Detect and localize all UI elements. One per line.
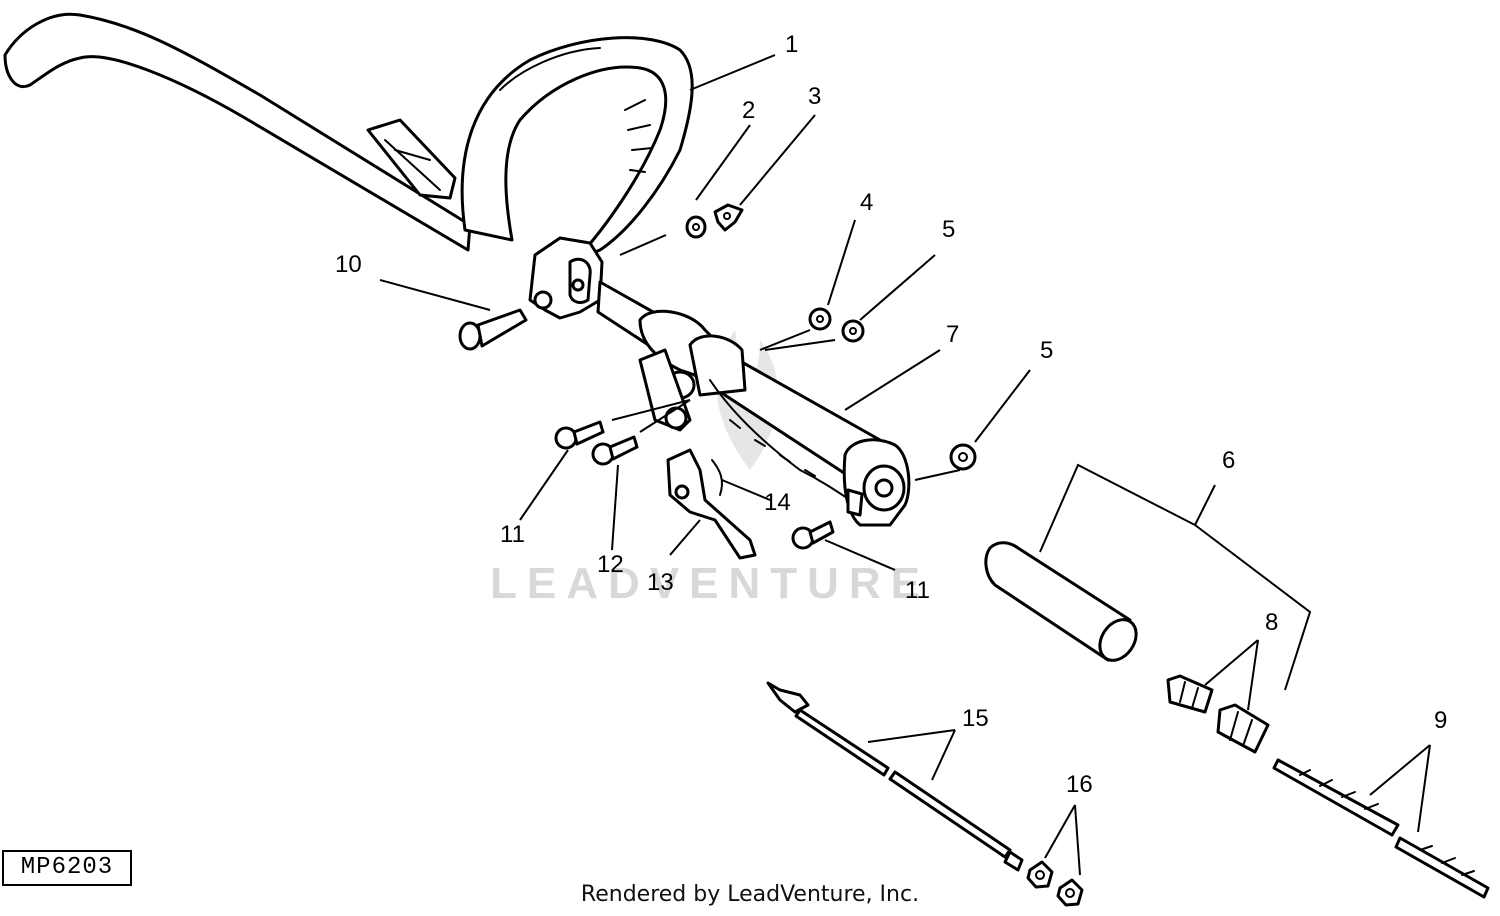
watermark-text: LEADVENTURE (490, 559, 930, 608)
throttle-cable (766, 681, 1024, 872)
bushing-a (1166, 674, 1214, 714)
throttle-trigger (666, 448, 757, 560)
callout-14: 14 (764, 489, 791, 516)
screw-12 (591, 435, 639, 466)
diagram-code: MP6203 (2, 850, 132, 886)
liner-tube (984, 541, 1138, 662)
callout-5b: 5 (1040, 337, 1053, 364)
callout-3: 3 (808, 83, 821, 110)
callout-16: 16 (1066, 771, 1093, 798)
nut-3 (713, 203, 744, 232)
upper-shaft (3, 12, 472, 252)
nut-4 (808, 307, 832, 331)
screw-11a (554, 420, 605, 450)
callout-7: 7 (946, 321, 959, 348)
handle-clamp (528, 236, 604, 320)
callout-13: 13 (647, 569, 674, 596)
callout-9: 9 (1434, 707, 1447, 734)
drive-shaft (1272, 758, 1490, 899)
leader-lines (379, 54, 1431, 876)
nut-5a (841, 319, 865, 343)
callout-8: 8 (1265, 609, 1278, 636)
callout-12: 12 (597, 551, 624, 578)
nut-16a (1026, 860, 1054, 889)
watermark-logo: LEADVENTURE (490, 330, 930, 608)
callout-15: 15 (962, 705, 989, 732)
callout-1: 1 (785, 31, 798, 58)
callout-5a: 5 (942, 216, 955, 243)
bushing-b (1216, 703, 1270, 754)
callout-11a: 11 (500, 521, 525, 548)
loop-handle (460, 36, 694, 262)
footer-credit: Rendered by LeadVenture, Inc. (580, 882, 920, 907)
bolt-10 (458, 308, 528, 351)
callout-2: 2 (742, 97, 755, 124)
callout-6: 6 (1222, 447, 1235, 474)
washer-2 (685, 215, 707, 239)
nut-5b (949, 443, 977, 471)
callout-4: 4 (860, 189, 873, 216)
screw-11b (791, 520, 835, 550)
nut-16b (1056, 878, 1084, 907)
callout-10: 10 (335, 251, 362, 278)
callout-11b: 11 (905, 577, 930, 604)
main-tube (596, 280, 911, 527)
